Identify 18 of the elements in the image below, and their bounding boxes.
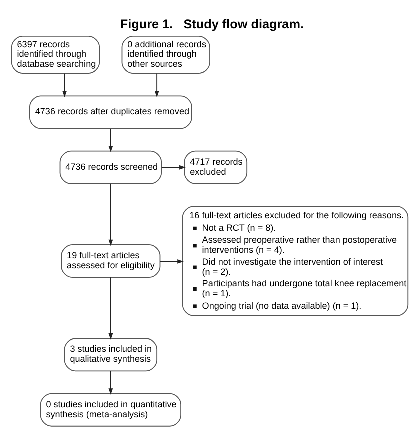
arrow — [160, 259, 184, 264]
node-box: 4736 records screened — [60, 150, 162, 184]
node-box: 0 studies included in quantitative synthesis (meta-analysis) — [40, 392, 182, 426]
diagram-title: Figure 1. Study flow diagram. — [120, 16, 304, 31]
node-box: 4736 records after duplicates removed — [30, 95, 192, 129]
arrow — [108, 370, 114, 394]
node-box: 6397 records identified through database searching — [11, 35, 100, 74]
arrow — [108, 276, 114, 340]
arrow — [108, 128, 114, 152]
node-box: 16 full-text articles excluded for the following reasons. Not a RCT (n = 8). Assessed preoperative rather than postoperative interventions (n = 4). Did not investigate the intervention of interest (n = 2). Participants had undergone total knee replacement (n = 1). Ongoing trial (no data available) (n = 1). — [182, 206, 409, 316]
node-box: 19 full-text articles assessed for eligibility — [61, 244, 161, 278]
node-box: 0 additional records identified through other sources — [122, 35, 210, 74]
arrow — [161, 164, 186, 170]
arrow — [108, 182, 114, 246]
node-box: 4717 records excluded — [184, 150, 248, 184]
arrow — [62, 72, 67, 97]
node-box: 3 studies included in qualitative synthesis — [64, 338, 158, 372]
arrow — [154, 72, 160, 97]
